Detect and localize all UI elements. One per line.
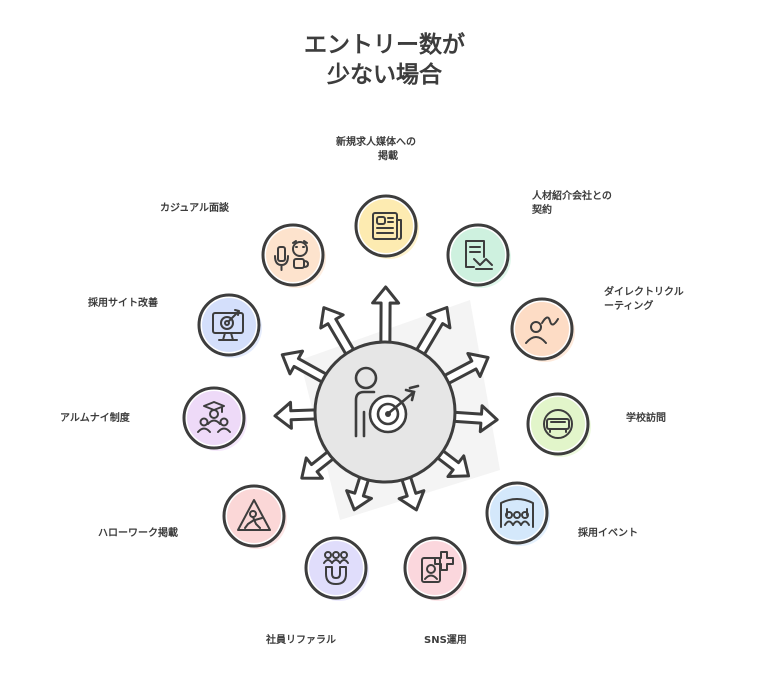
mic-person-icon [274,240,309,271]
person-connection-icon [525,316,559,344]
label-school: 学校訪問 [626,413,666,424]
label-event: 採用イベント [578,528,638,539]
node-event [485,481,550,546]
label-interview: カジュアル面談 [160,203,229,214]
diagram-title: エントリー数が 少ない場合 [0,30,769,90]
node-sns [403,536,468,601]
label-website: 採用サイト改善 [88,298,158,309]
newspaper-icon [372,212,402,240]
label-hellowork: ハローワーク掲載 [98,528,178,539]
node-hellowork [222,484,287,549]
profile-plus-icon [421,551,454,583]
node-alumni [182,386,247,451]
title-line-2: 少ない場合 [327,62,442,88]
label-sns: SNS運用 [424,635,467,646]
label-media: 新規求人媒体への 掲載 [336,137,416,162]
node-referral [304,536,369,601]
node-school [526,392,591,457]
magnet-people-icon [323,551,349,585]
graduates-icon [197,401,231,433]
contract-handshake-icon [465,240,493,270]
label-referral: 社員リファラル [266,635,336,646]
event-hall-icon [500,498,534,528]
monitor-target-icon [212,309,244,341]
node-direct [510,297,575,362]
label-direct: ダイレクトリクル ーティング [604,287,684,312]
bus-icon [543,409,573,439]
construction-sign-icon [237,499,271,531]
label-alumni: アルムナイ制度 [60,413,130,424]
title-line-1: エントリー数が [304,32,465,58]
node-interview [261,223,326,288]
person-target-icon [313,340,457,484]
nodes [182,194,591,601]
node-agency [446,223,511,288]
node-website [197,293,262,358]
label-agency: 人材紹介会社との 契約 [532,191,612,216]
node-media [354,194,419,259]
